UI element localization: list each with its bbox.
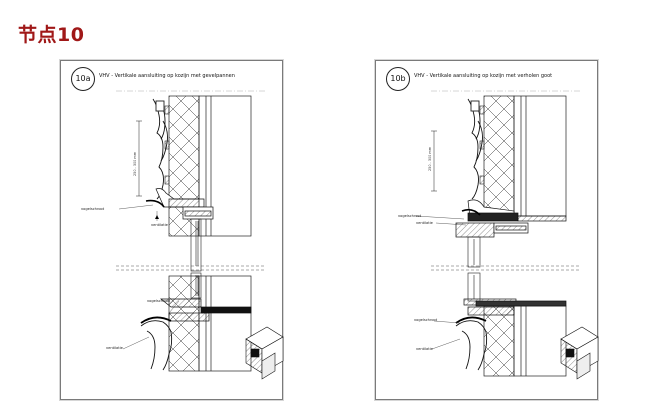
section-drawing (116, 90, 284, 380)
perspective-sketch (245, 326, 284, 380)
break-lines (431, 265, 581, 271)
perspective-sketch (560, 326, 599, 380)
tile-cladding-lower (140, 316, 173, 371)
tile-cladding-lower (455, 316, 488, 371)
detail-sheet-10a: 10a VHV - Vertikale aansluiting op kozij… (60, 60, 284, 400)
window-frame (190, 218, 202, 299)
detail-title: VHV - Vertikale aansluiting op kozijn me… (414, 73, 553, 79)
concealed-gutter (455, 199, 567, 238)
callout-label: ventilatie (106, 346, 123, 350)
page-heading: 节点10 (18, 24, 85, 46)
callout-label: ventilatie (151, 223, 168, 227)
dimension-label: 250 - 300 mm (133, 151, 137, 176)
dimension-line (431, 130, 437, 192)
window-frame (467, 236, 481, 302)
dimension-line (136, 120, 142, 197)
window-sill (463, 298, 567, 316)
callout-label: vogelschroot (147, 299, 171, 303)
callout-label: vogelschroot (81, 207, 105, 211)
leader-lines (415, 215, 467, 350)
detail-number-badge: 10a (71, 67, 95, 91)
detail-number-badge: 10b (386, 67, 410, 91)
callout-label: ventilatie (416, 221, 433, 225)
callout-label: vogelschroot (398, 214, 422, 218)
callout-label: vogelschroot (414, 318, 438, 322)
callout-label: ventilatie (416, 347, 433, 351)
wall-structure (483, 95, 567, 377)
tile-cladding (467, 98, 483, 200)
dimension-label: 250 - 300 mm (428, 146, 432, 171)
detail-title: VHV - Vertikale aansluiting op kozijn me… (99, 73, 235, 79)
tile-cladding (152, 98, 168, 200)
detail-sheet-10b: 10b VHV - Vertikale aansluiting op kozij… (375, 60, 599, 400)
wall-structure (168, 95, 252, 372)
window-head (145, 188, 214, 220)
section-drawing (415, 90, 599, 380)
window-sill (160, 298, 252, 322)
